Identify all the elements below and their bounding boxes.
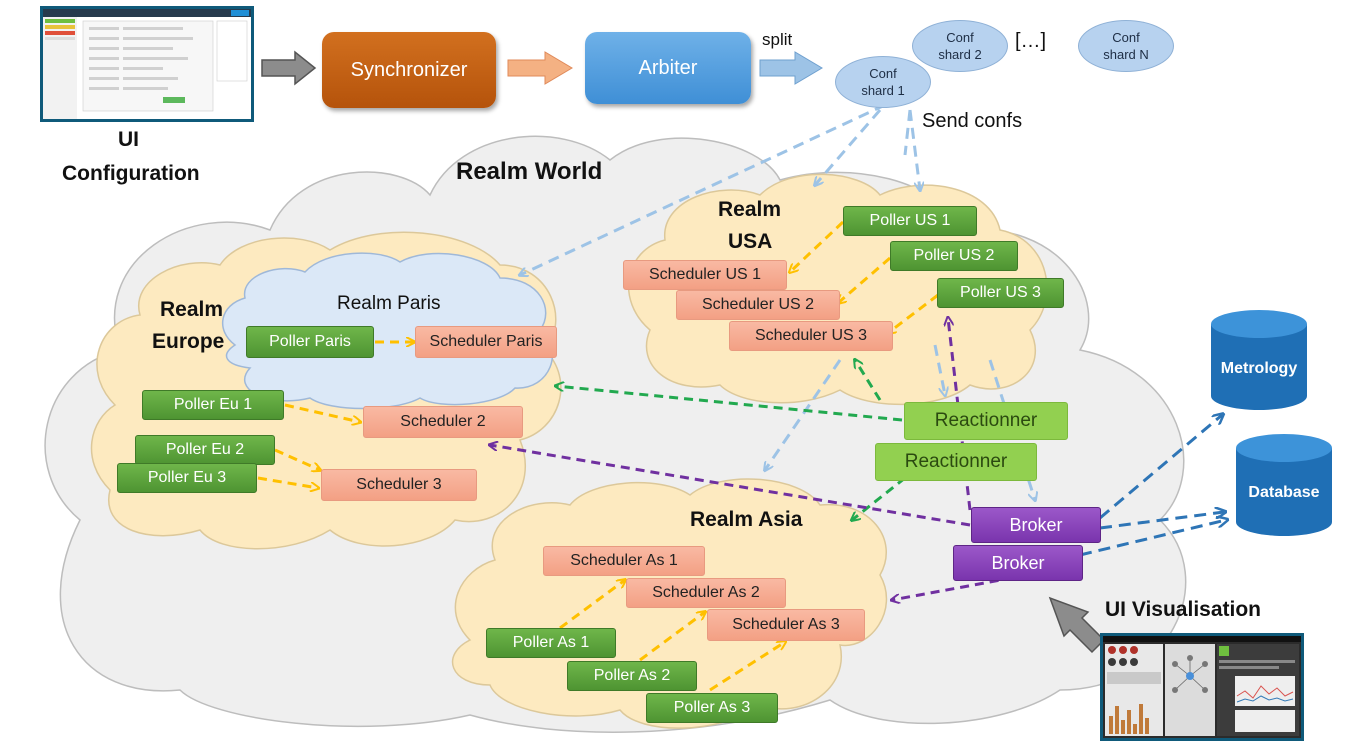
reactionner-1: Reactionner — [904, 402, 1068, 440]
conf-shard-1-line2: shard 1 — [861, 83, 905, 98]
scheduler-3: Scheduler 3 — [321, 469, 477, 501]
poller-as-2: Poller As 2 — [567, 661, 697, 691]
broker-to-metrology-link — [1099, 415, 1222, 520]
realm-asia-label: Realm Asia — [690, 508, 803, 531]
poller-us-1: Poller US 1 — [843, 206, 977, 236]
visualisation-screen-image — [1103, 636, 1301, 738]
poller-as-1: Poller As 1 — [486, 628, 616, 658]
poller-us-2: Poller US 2 — [890, 241, 1018, 271]
conf-shard-2-line2: shard 2 — [938, 47, 982, 62]
config-to-synchronizer-arrow — [261, 50, 317, 86]
poller-us-3: Poller US 3 — [937, 278, 1064, 308]
conf-to-reactionner-link — [908, 109, 920, 190]
realm-world-label: Realm World — [456, 158, 603, 185]
ui-visualisation-screenshot — [1100, 633, 1304, 741]
scheduler-us-3: Scheduler US 3 — [729, 321, 893, 351]
conf-to-realm-europe-link — [520, 103, 886, 275]
scheduler-2: Scheduler 2 — [363, 406, 523, 438]
realm-europe-label-line1: Realm — [160, 298, 224, 321]
conf-to-realm-asia-link — [765, 359, 842, 470]
broker-2: Broker — [953, 545, 1083, 581]
conf-to-reactionner-2-link — [933, 344, 945, 395]
reactionner-2: Reactionner — [875, 443, 1037, 481]
split-arrow — [759, 51, 823, 85]
reactionner-to-europe-link — [556, 386, 903, 422]
poller-eu-1: Poller Eu 1 — [142, 390, 284, 420]
configuration-screen-image — [43, 9, 251, 119]
arbiter-node: Arbiter — [585, 32, 751, 104]
realm-usa-label-line2: USA — [728, 230, 773, 253]
poller-as-3: Poller As 3 — [646, 693, 778, 723]
synchronizer-label: Synchronizer — [350, 58, 468, 81]
broker-to-europe-link — [490, 445, 971, 527]
poller-us3-to-scheduler-us3-link — [888, 293, 939, 333]
poller-paris: Poller Paris — [246, 326, 374, 358]
realm-paris-label: Realm Paris — [337, 293, 441, 314]
poller-eu1-to-scheduler-2-link — [284, 403, 360, 422]
synchronizer-to-arbiter-arrow — [507, 51, 573, 85]
reactionner-to-asia-link — [852, 476, 906, 520]
broker-to-database-link — [1099, 512, 1224, 530]
broker-1: Broker — [971, 507, 1101, 543]
poller-eu3-to-scheduler-3-b-link — [257, 476, 318, 488]
poller-eu2-to-scheduler-3-link — [274, 448, 320, 470]
poller-eu-2: Poller Eu 2 — [135, 435, 275, 465]
poller-as1-to-scheduler-as1-link — [559, 580, 625, 630]
poller-eu-3: Poller Eu 3 — [117, 463, 257, 493]
reactionner-to-usa-link — [855, 360, 882, 401]
database-label: Database — [1248, 484, 1320, 501]
send-confs-return-line — [903, 109, 912, 156]
scheduler-us-2: Scheduler US 2 — [676, 290, 840, 320]
conf-to-realm-usa-link — [815, 109, 882, 185]
scheduler-as-1: Scheduler As 1 — [543, 546, 705, 576]
conf-shard-n-line2: shard N — [1103, 47, 1149, 62]
poller-us2-to-scheduler-us2-link — [838, 256, 891, 303]
ui-visualisation-label: UI Visualisation — [1105, 598, 1261, 621]
realm-europe-label-line2: Europe — [152, 330, 225, 353]
scheduler-us-1: Scheduler US 1 — [623, 260, 787, 290]
scheduler-as-2: Scheduler As 2 — [626, 578, 786, 608]
ui-configuration-label-line1: UI — [118, 128, 139, 151]
ui-configuration-screenshot — [40, 6, 254, 122]
database-store: Database — [1236, 432, 1332, 538]
synchronizer-node: Synchronizer — [322, 32, 496, 108]
conf-shard-2: Conf shard 2 — [912, 20, 1008, 72]
conf-shard-1-line1: Conf — [869, 66, 897, 81]
broker2-to-database-link — [1079, 520, 1226, 557]
conf-shard-n-line1: Conf — [1112, 30, 1140, 45]
shard-ellipsis: […] — [1015, 30, 1047, 52]
metrology-database: Metrology — [1211, 308, 1307, 412]
scheduler-paris: Scheduler Paris — [415, 326, 557, 358]
split-label: split — [762, 30, 793, 49]
poller-as2-to-scheduler-as2-link — [639, 612, 705, 662]
ui-configuration-label-line2: Configuration — [62, 162, 200, 185]
conf-shard-1: Conf shard 1 — [835, 56, 931, 108]
realm-usa-label-line1: Realm — [718, 198, 782, 221]
metrology-label: Metrology — [1220, 360, 1298, 377]
scheduler-as-3: Scheduler As 3 — [707, 609, 865, 641]
metrology-database-icon — [1211, 310, 1307, 410]
arbiter-label: Arbiter — [638, 56, 698, 79]
conf-shard-2-line1: Conf — [946, 30, 974, 45]
send-confs-label: Send confs — [922, 110, 1023, 132]
database-icon — [1236, 434, 1332, 536]
poller-us1-to-scheduler-us1-link — [790, 220, 845, 272]
conf-shard-n: Conf shard N — [1078, 20, 1174, 72]
